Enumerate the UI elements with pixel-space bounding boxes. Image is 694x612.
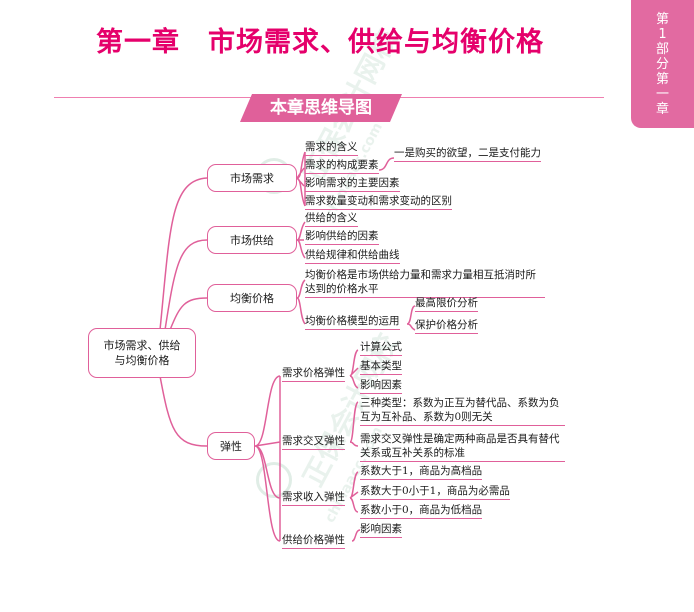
cross-elasticity-item-2: 需求交叉弹性是确定两种商品是否具有替代关系或互补关系的标准 bbox=[360, 432, 565, 462]
equilibrium-model: 均衡价格模型的运用 bbox=[305, 314, 400, 330]
elasticity-price: 需求价格弹性 bbox=[282, 366, 345, 382]
side-tab: 第1部分 第一章 bbox=[631, 0, 694, 128]
price-elasticity-item-1: 计算公式 bbox=[360, 340, 402, 356]
connector-root-demand bbox=[159, 177, 208, 331]
elasticity-cross: 需求交叉弹性 bbox=[282, 434, 345, 450]
supply-item-1: 供给的含义 bbox=[305, 211, 358, 227]
equilibrium-definition: 均衡价格是市场供给力量和需求力量相互抵消时所达到的价格水平 bbox=[305, 268, 545, 298]
equilibrium-model-item-1: 最高限价分析 bbox=[415, 296, 478, 312]
supply-price-elasticity-item-1: 影响因素 bbox=[360, 522, 402, 538]
branch-demand: 市场需求 bbox=[207, 164, 297, 192]
elasticity-supply-price: 供给价格弹性 bbox=[282, 533, 345, 549]
demand-item-4: 需求数量变动和需求变动的区别 bbox=[305, 194, 452, 210]
income-elasticity-item-1: 系数大于1，商品为高档品 bbox=[360, 464, 483, 480]
supply-item-2: 影响供给的因素 bbox=[305, 229, 379, 245]
elasticity-income: 需求收入弹性 bbox=[282, 490, 345, 506]
income-elasticity-item-2: 系数大于0小于1，商品为必需品 bbox=[360, 484, 510, 500]
equilibrium-model-item-2: 保护价格分析 bbox=[415, 318, 478, 334]
income-elasticity-item-3: 系数小于0，商品为低档品 bbox=[360, 503, 483, 519]
supply-item-3: 供给规律和供给曲线 bbox=[305, 248, 400, 264]
branch-elasticity: 弹性 bbox=[207, 432, 255, 460]
cross-elasticity-item-1: 三种类型：系数为正互为替代品、系数为负互为互补品、系数为0则无关 bbox=[360, 396, 565, 426]
connector-root-elasticity bbox=[159, 375, 208, 447]
price-elasticity-item-2: 基本类型 bbox=[360, 359, 402, 375]
side-tab-label: 第1部分 第一章 bbox=[655, 12, 669, 117]
chapter-title: 第一章 市场需求、供给与均衡价格 bbox=[96, 27, 544, 58]
demand-note: 一是购买的欲望，二是支付能力 bbox=[394, 146, 541, 162]
banner-title: 本章思维导图 bbox=[270, 98, 372, 118]
connector-root-equilibrium bbox=[169, 297, 208, 331]
connector-root-supply bbox=[164, 239, 208, 331]
demand-item-3: 影响需求的主要因素 bbox=[305, 176, 400, 192]
branch-supply: 市场供给 bbox=[207, 226, 297, 254]
branch-equilibrium: 均衡价格 bbox=[207, 284, 297, 312]
price-elasticity-item-3: 影响因素 bbox=[360, 378, 402, 394]
watermark-logo-icon-2 bbox=[256, 462, 292, 498]
mindmap-root: 市场需求、供给与均衡价格 bbox=[88, 328, 196, 378]
banner-background bbox=[240, 94, 402, 122]
demand-item-2: 需求的构成要素 bbox=[305, 158, 379, 174]
demand-item-1: 需求的含义 bbox=[305, 140, 358, 156]
